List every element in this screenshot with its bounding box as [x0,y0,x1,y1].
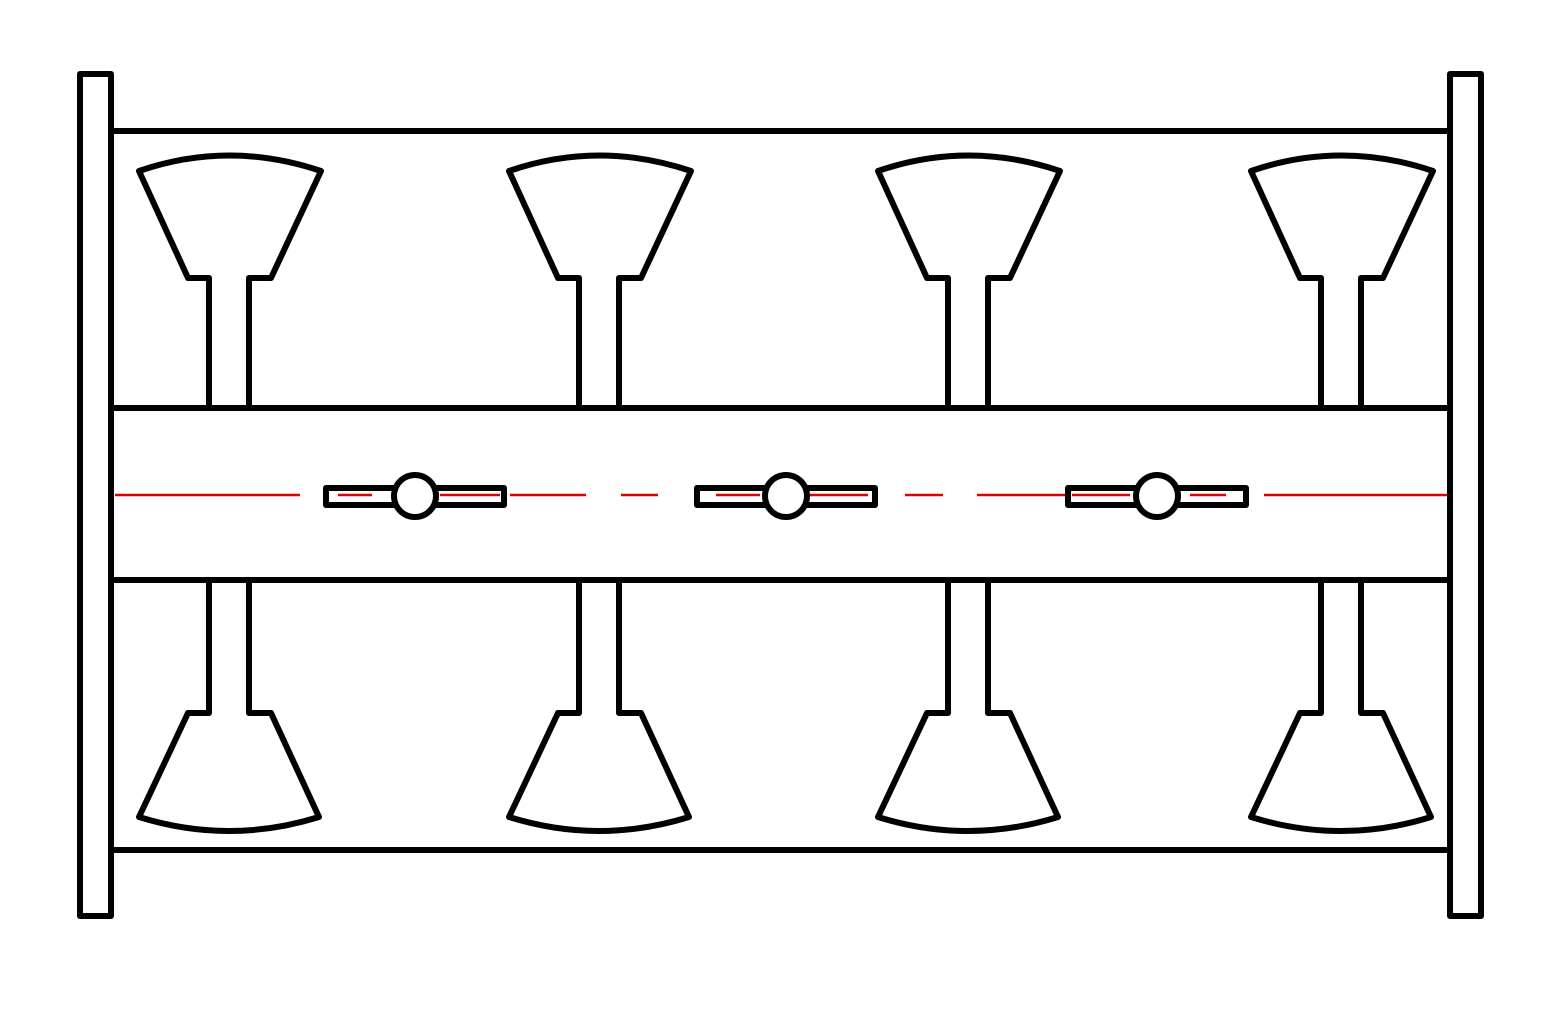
flange-right [1447,71,1484,919]
fan-stub-top [136,152,324,409]
fan-stub-bottom [506,579,692,834]
fan-stub-top [875,152,1063,409]
fan-stub-bottom [1248,579,1434,834]
connector-pivot [1133,472,1181,520]
fan-stub-top [1248,152,1436,409]
fan-stub-bottom [136,579,322,834]
fan-stub-bottom [875,579,1061,834]
flange-left [77,71,114,919]
fan-stub-top [506,152,694,409]
connector-pivot [762,472,810,520]
connector-pivot [391,472,439,520]
